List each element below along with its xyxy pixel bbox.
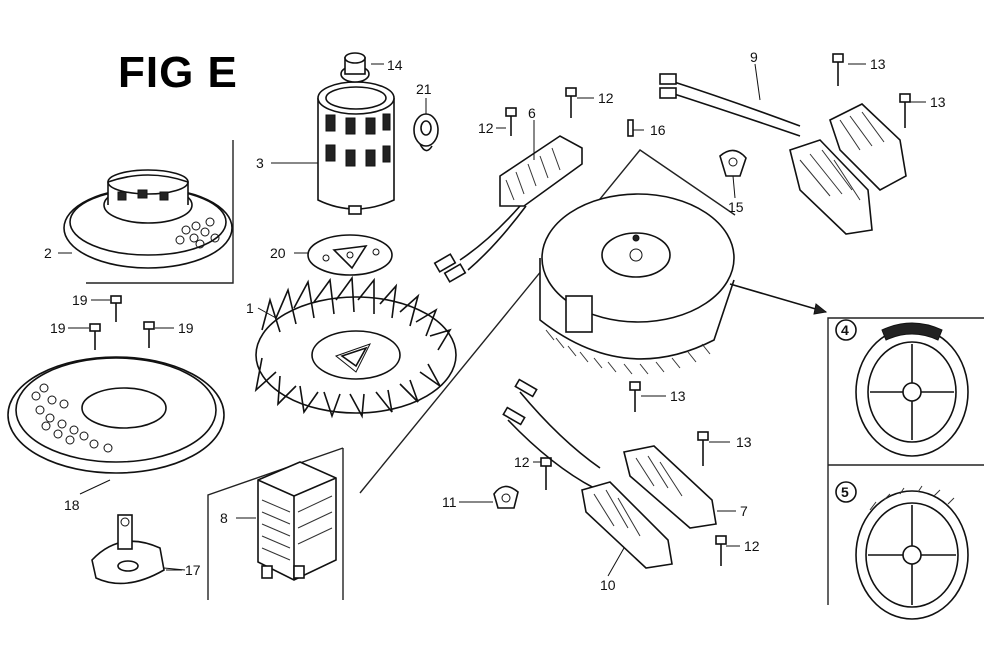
bolt-13d xyxy=(697,431,709,466)
bolt-12c xyxy=(540,457,552,490)
label-16: 16 xyxy=(650,122,666,138)
part-2-rotor-cover xyxy=(63,169,233,269)
label-9: 9 xyxy=(750,49,758,65)
label-14: 14 xyxy=(387,57,403,73)
label-19c: 19 xyxy=(178,320,194,336)
label-12a: 12 xyxy=(478,120,494,136)
label-5: 5 xyxy=(841,484,849,500)
leader-lines xyxy=(58,63,926,577)
label-12c: 12 xyxy=(514,454,530,470)
label-10: 10 xyxy=(600,577,616,593)
part-9-coil-assembly xyxy=(659,73,907,235)
label-8: 8 xyxy=(220,510,228,526)
group-frames xyxy=(86,140,984,605)
bolt-12b xyxy=(565,87,577,118)
bolt-13a xyxy=(832,53,844,86)
bolt-19c xyxy=(143,321,155,348)
label-13d: 13 xyxy=(736,434,752,450)
frame-rotor-upper xyxy=(86,140,234,284)
label-6: 6 xyxy=(528,105,536,121)
part-7-10-coil-assembly xyxy=(502,378,717,569)
bolt-19b xyxy=(89,323,101,350)
figure-title: FIG E xyxy=(118,48,238,97)
part-20-pulley xyxy=(307,234,393,276)
bolt-12a xyxy=(505,107,517,136)
label-19a: 19 xyxy=(72,292,88,308)
label-15: 15 xyxy=(728,199,744,215)
label-19b: 19 xyxy=(50,320,66,336)
part-8-regulator xyxy=(257,461,337,581)
part-5-flywheel-option xyxy=(855,485,969,620)
label-20: 20 xyxy=(270,245,286,261)
label-4-circle xyxy=(835,319,857,341)
label-3: 3 xyxy=(256,155,264,171)
frame-flywheel xyxy=(359,149,736,494)
part-15-clip xyxy=(719,149,747,177)
part-11-clamp xyxy=(493,485,519,509)
label-13a: 13 xyxy=(870,56,886,72)
bolts xyxy=(89,53,911,566)
pin-16 xyxy=(627,119,634,137)
label-13c: 13 xyxy=(670,388,686,404)
part-14-nut xyxy=(340,52,370,83)
part-17-mount xyxy=(91,514,186,585)
label-2: 2 xyxy=(44,245,52,261)
part-21-clip xyxy=(413,113,439,152)
label-17: 17 xyxy=(185,562,201,578)
label-12b: 12 xyxy=(598,90,614,106)
part-4-flywheel-option xyxy=(855,322,969,457)
part-18-base-plate xyxy=(7,356,225,474)
label-7: 7 xyxy=(740,503,748,519)
bolt-13b xyxy=(899,93,911,128)
label-13b: 13 xyxy=(930,94,946,110)
frame-flywheel-options xyxy=(827,317,984,605)
bolt-12d xyxy=(715,535,727,566)
label-1: 1 xyxy=(246,300,254,316)
part-6-coil xyxy=(433,135,583,283)
part-1-cooling-fan xyxy=(254,275,457,419)
label-12d: 12 xyxy=(744,538,760,554)
bolt-19a xyxy=(110,295,122,322)
bolt-13c xyxy=(629,381,641,412)
label-21: 21 xyxy=(416,81,432,97)
label-5-circle xyxy=(835,481,857,503)
part-labels: 2 3 14 21 20 1 8 19 19 19 18 17 12 6 12 … xyxy=(44,49,946,593)
label-4: 4 xyxy=(841,322,849,338)
part-3-screen xyxy=(317,81,395,215)
label-11: 11 xyxy=(442,494,457,510)
label-18: 18 xyxy=(64,497,80,513)
flywheel xyxy=(539,193,828,375)
